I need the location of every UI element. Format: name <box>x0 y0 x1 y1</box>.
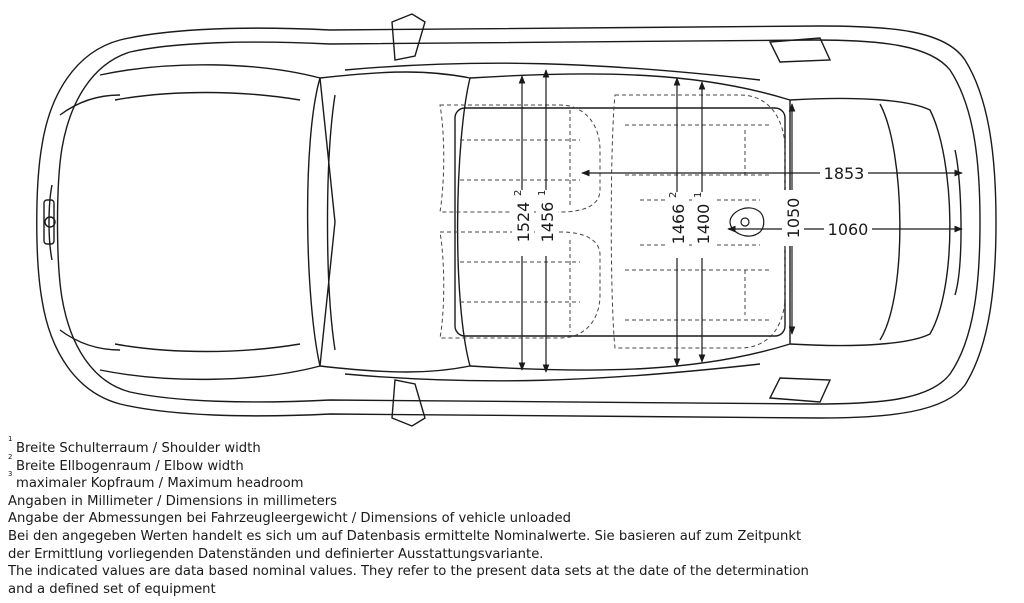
note-nominal-de-1: Bei den angegeben Werten handelt es sich… <box>8 528 802 544</box>
dim-label-1524: 1524 <box>514 202 533 243</box>
note-unloaded: Angabe der Abmessungen bei Fahrzeugleerg… <box>8 511 572 527</box>
dim-sup-1400: 1 <box>693 192 704 198</box>
footnote-2-text: Breite Ellbogenraum / Elbow width <box>16 458 244 474</box>
footnotes: 1 Breite Schulterraum / Shoulder width 2… <box>8 436 1018 598</box>
footnote-1: 1 Breite Schulterraum / Shoulder width <box>8 436 1018 458</box>
dim-label-1456: 1456 <box>538 202 557 243</box>
dim-label-1050: 1050 <box>784 198 803 239</box>
dim-label-1060: 1060 <box>828 220 869 239</box>
note-units: Angaben in Millimeter / Dimensions in mi… <box>8 493 338 509</box>
footnote-1-text: Breite Schulterraum / Shoulder width <box>16 441 261 456</box>
console-icon <box>729 207 765 237</box>
seats-dashed <box>439 94 786 349</box>
note-nominal-en-2: and a defined set of equipment <box>8 581 216 597</box>
footnote-3: 3 maximaler Kopfraum / Maximum headroom <box>8 471 1018 493</box>
dim-label-1853: 1853 <box>824 164 865 183</box>
car-top-view-diagram: 1853 1060 1524 2 1456 1 1466 2 1400 1 10… <box>36 13 997 427</box>
footnote-3-text: maximaler Kopfraum / Maximum headroom <box>16 476 304 492</box>
footnote-2: 2 Breite Ellbogenraum / Elbow width <box>8 453 1018 476</box>
dim-label-1400: 1400 <box>694 204 713 245</box>
dim-sup-1466: 2 <box>668 192 679 198</box>
footnote-1-mark: 1 <box>8 435 13 443</box>
dim-sup-1524: 2 <box>513 190 524 196</box>
note-nominal-en-1: The indicated values are data based nomi… <box>8 564 809 580</box>
dim-label-1466: 1466 <box>669 204 688 245</box>
footnote-2-mark: 2 <box>8 452 13 461</box>
dim-sup-1456: 1 <box>537 190 548 196</box>
footnote-3-mark: 3 <box>8 470 13 479</box>
note-nominal-de-2: der Ermittlung vorliegenden Datenständen… <box>8 546 544 562</box>
